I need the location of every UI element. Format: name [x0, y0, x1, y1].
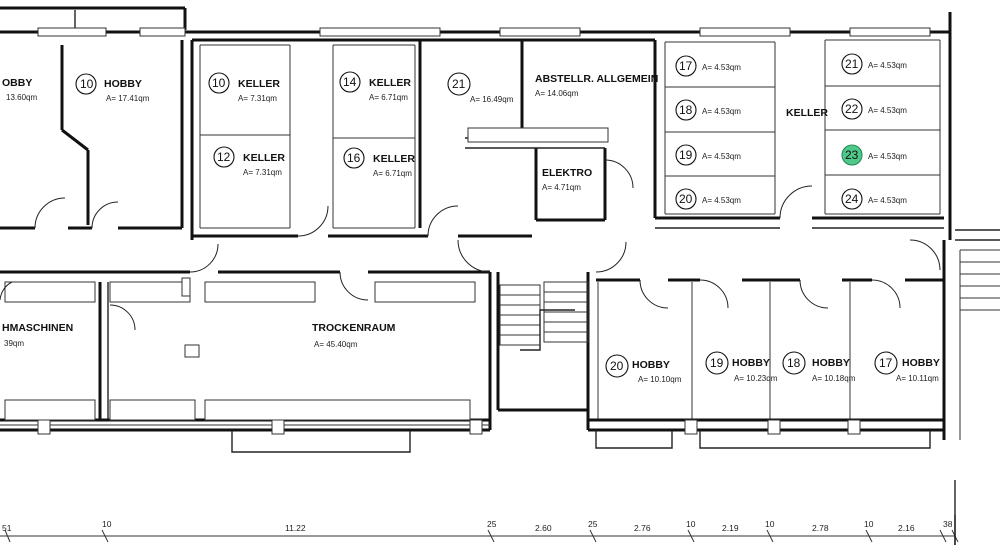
room-label: OBBY — [2, 77, 32, 89]
locker-number-circle — [841, 53, 863, 75]
locker-number: 19 — [679, 148, 693, 162]
room-number: 17 — [879, 356, 893, 370]
room-number: 21 — [452, 77, 466, 91]
dimension-label: 25 — [487, 519, 497, 529]
locker-area: A= 4.53qm — [702, 152, 741, 161]
locker-labels: 17 A= 4.53qm 18 A= 4.53qm 19 A= 4.53qm 2… — [675, 53, 907, 210]
room-label: HOBBY — [104, 78, 142, 90]
locker-area: A= 4.53qm — [868, 106, 907, 115]
room-number-circle — [213, 146, 235, 168]
locker-number: 17 — [679, 59, 693, 73]
locker-number: 21 — [845, 57, 859, 71]
room-label: HOBBY — [632, 359, 670, 371]
stairs — [499, 249, 1000, 440]
room-number: 10 — [212, 76, 226, 90]
locker-area: A= 4.53qm — [868, 61, 907, 70]
locker-area: A= 4.53qm — [868, 152, 907, 161]
room-number-circle — [874, 351, 898, 375]
room-label: HOBBY — [902, 357, 940, 369]
locker-area: A= 4.53qm — [702, 63, 741, 72]
dimension-label: 11.22 — [285, 523, 306, 533]
room-number: 18 — [787, 356, 801, 370]
room-label: KELLER — [369, 77, 411, 89]
room-area: A= 10.10qm — [638, 375, 682, 384]
room-area: A= 10.23qm — [734, 374, 778, 383]
dimension-label: 2.16 — [898, 523, 915, 533]
locker-number: 22 — [845, 102, 859, 116]
room-area: A= 6.71qm — [373, 169, 412, 178]
locker-number-circle — [675, 188, 697, 210]
room-area: A= 14.06qm — [535, 89, 579, 98]
locker-number-circle-highlighted — [841, 144, 863, 166]
dimension-label: 10 — [765, 519, 775, 529]
dimension-label: 38 — [943, 519, 953, 529]
dimension-label: 10 — [686, 519, 696, 529]
locker-number-circle — [675, 99, 697, 121]
locker-area: A= 4.53qm — [702, 107, 741, 116]
lower-windows — [4, 127, 609, 421]
locker-number-circle — [675, 144, 697, 166]
doors — [0, 159, 941, 331]
room-number: 16 — [347, 151, 361, 165]
room-area: A= 6.71qm — [369, 93, 408, 102]
locker-number: 20 — [679, 192, 693, 206]
room-number-circle — [208, 72, 230, 94]
room-area: A= 10.11qm — [896, 374, 939, 383]
room-number-circle — [75, 73, 97, 95]
room-number-circle — [447, 72, 471, 96]
room-number: 20 — [610, 359, 624, 373]
locker-number: 23 — [845, 148, 859, 162]
dimension-label: 2.19 — [722, 523, 739, 533]
room-area: A= 16.49qm — [470, 95, 514, 104]
room-area: A= 7.31qm — [238, 94, 277, 103]
room-labels: OBBY 13.60qm 10 HOBBY A= 17.41qm 10 KELL… — [2, 71, 940, 384]
room-label: KELLER — [243, 152, 285, 164]
room-number-circle — [343, 147, 365, 169]
room-label: KELLER — [238, 78, 280, 90]
room-number: 12 — [217, 150, 231, 164]
room-label: HOBBY — [812, 357, 850, 369]
room-number: 14 — [343, 75, 357, 89]
room-number-circle — [705, 351, 729, 375]
dimension-label: 2.78 — [812, 523, 829, 533]
room-label: TROCKENRAUM — [312, 322, 396, 334]
room-area: 39qm — [4, 339, 24, 348]
room-label: HOBBY — [732, 357, 770, 369]
room-number-circle — [605, 354, 629, 378]
locker-area: A= 4.53qm — [868, 196, 907, 205]
locker-number: 24 — [845, 192, 859, 206]
room-number-circle — [339, 71, 361, 93]
locker-number-circle — [841, 98, 863, 120]
dimension-label: 10 — [864, 519, 874, 529]
walls — [0, 6, 1000, 453]
room-label: HMASCHINEN — [2, 322, 73, 334]
room-number-circle — [782, 351, 806, 375]
locker-number-circle — [841, 188, 863, 210]
room-area: 13.60qm — [6, 93, 37, 102]
room-area: A= 10.18qm — [812, 374, 856, 383]
room-number: 10 — [80, 77, 94, 91]
dimension-label: 25 — [588, 519, 598, 529]
locker-area: A= 4.53qm — [702, 196, 741, 205]
dimension-label: 10 — [102, 519, 112, 529]
room-area: A= 17.41qm — [106, 94, 150, 103]
room-area: A= 7.31qm — [243, 168, 282, 177]
room-area: A= 45.40qm — [314, 340, 358, 349]
room-area: A= 4.71qm — [542, 183, 581, 192]
locker-number-circle — [675, 55, 697, 77]
dimension-line: 51 10 11.22 25 2.60 25 2.76 10 2.19 10 2… — [0, 480, 959, 545]
dimension-label: 2.60 — [535, 523, 552, 533]
dimension-label: 2.76 — [634, 523, 651, 533]
room-label: ABSTELLR. ALLGEMEIN — [535, 73, 658, 85]
room-label: ELEKTRO — [542, 167, 592, 179]
locker-number: 18 — [679, 103, 693, 117]
room-label: KELLER — [786, 107, 828, 119]
room-number: 19 — [710, 356, 724, 370]
room-label: KELLER — [373, 153, 415, 165]
dimension-label: 51 — [2, 523, 12, 533]
